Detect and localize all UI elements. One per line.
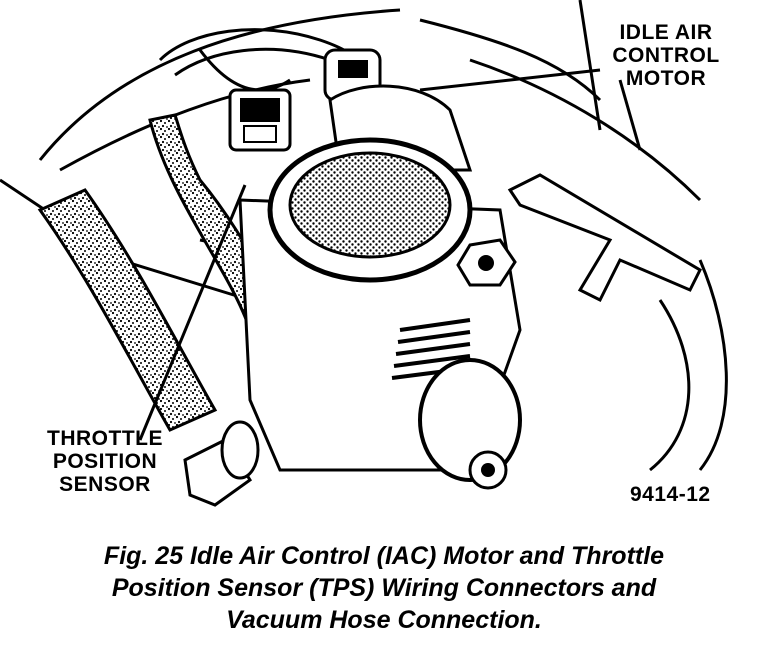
throttle-lever bbox=[418, 358, 522, 490]
caption-line-2: Position Sensor (TPS) Wiring Connectors … bbox=[111, 574, 657, 602]
iac-label-line-3: MOTOR bbox=[625, 67, 707, 90]
iac-leader-line bbox=[419, 68, 601, 92]
figure-caption: Fig. 25 Idle Air Control (IAC) Motor and… bbox=[0, 540, 768, 636]
tps-label-line-3: SENSOR bbox=[59, 473, 151, 496]
tps-label-line-1: THROTTLE bbox=[47, 427, 163, 450]
iac-motor-label: IDLE AIR CONTROL MOTOR bbox=[606, 22, 726, 91]
throttle-body-drawing bbox=[0, 0, 728, 507]
figure-id: 9414-12 bbox=[630, 483, 711, 506]
tps-connector bbox=[228, 88, 292, 152]
throttle-bore bbox=[267, 137, 473, 283]
mounting-bolt bbox=[456, 238, 517, 287]
iac-label-line-1: IDLE AIR bbox=[619, 21, 713, 44]
caption-line-3: Vacuum Hose Connection. bbox=[226, 606, 542, 634]
tps-label-line-2: POSITION bbox=[52, 450, 158, 473]
tps-leader-line bbox=[138, 184, 247, 441]
cable-bracket bbox=[507, 173, 702, 303]
large-hose bbox=[37, 188, 218, 432]
hose-fitting bbox=[183, 420, 260, 507]
tps-label: THROTTLE POSITION SENSOR bbox=[30, 428, 180, 497]
iac-label-line-2: CONTROL bbox=[612, 44, 720, 67]
caption-line-1: Fig. 25 Idle Air Control (IAC) Motor and… bbox=[103, 542, 665, 570]
